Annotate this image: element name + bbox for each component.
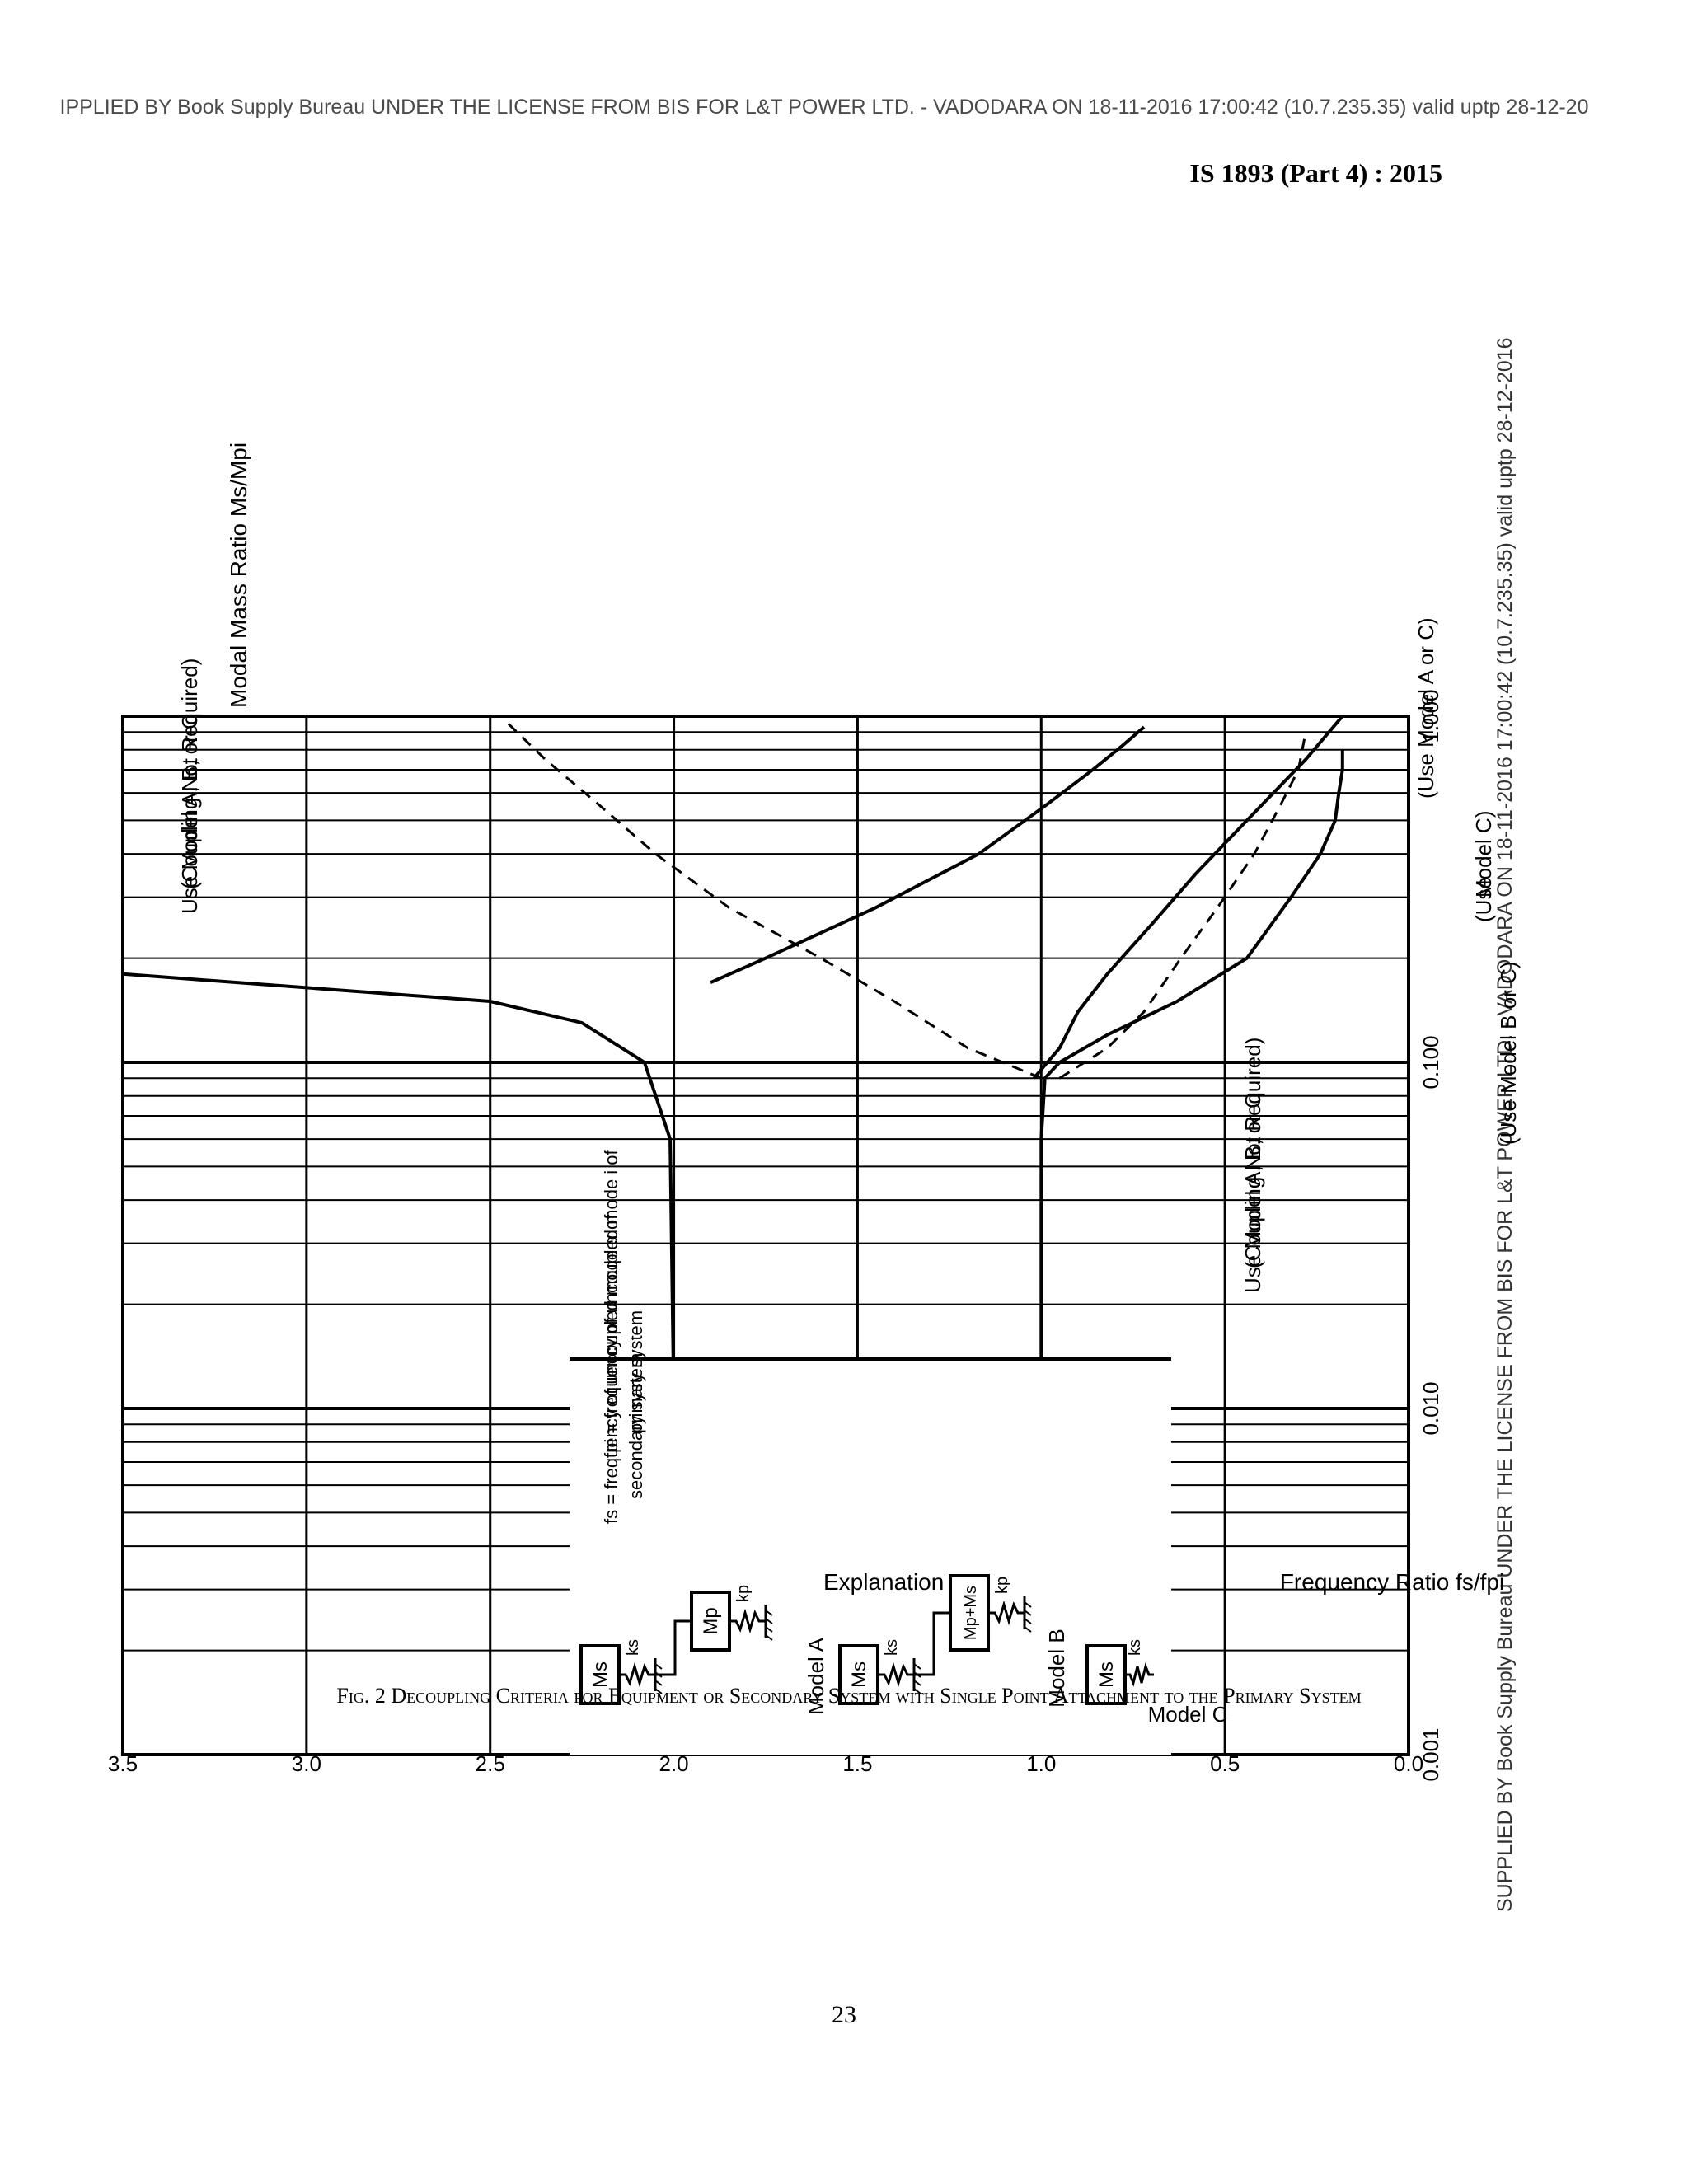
explanation-fs-line2: secondary system — [626, 1353, 646, 1499]
figure-caption: Fig. 2 Decoupling Criteria for Equipment… — [336, 1684, 1362, 1708]
region-ac: (Use Model A or C) — [1414, 617, 1438, 799]
model-b-base-hatch-icon — [1024, 1601, 1032, 1633]
explanation-fp-line1: fpi = frequency of uncoupled mode i of — [601, 1149, 621, 1458]
x-tick-label: 1.000 — [1418, 689, 1443, 743]
y-tick-label: 2.5 — [476, 1751, 505, 1776]
explanation-fs-line1: fs = frequency of uncoupled mode α of — [601, 1214, 621, 1524]
model-c-gap — [1154, 1646, 1165, 1704]
model-a-base-hatch-icon — [765, 1610, 773, 1641]
model-b-ks-label: ks — [883, 1639, 901, 1656]
model-a-ms-label: Ms — [589, 1661, 612, 1688]
model-c-ks-spring-icon — [1125, 1662, 1154, 1687]
model-a-kp-spring-icon — [729, 1608, 766, 1634]
model-b-link — [914, 1611, 950, 1676]
model-a-link — [655, 1619, 692, 1676]
series-line-2 — [1039, 749, 1344, 1408]
y-tick-label: 0.0 — [1394, 1751, 1423, 1776]
region-abc-lower-line2: (Coupling Not Required) — [177, 658, 202, 889]
series-line-1 — [121, 749, 676, 1409]
model-c-ms-label: Ms — [1095, 1661, 1118, 1688]
model-b-ks-spring-icon — [878, 1661, 914, 1688]
model-a-diagram: Ms ks Mp kp Model A — [579, 1585, 828, 1715]
series-line-3 — [710, 725, 1146, 985]
y-tick-label: 1.5 — [842, 1751, 872, 1776]
region-bc: (Use Model B or C) — [1496, 962, 1521, 1146]
region-abc-upper-line2: (Coupling Not Required) — [1240, 1038, 1265, 1268]
y-tick-label: 1.0 — [1026, 1751, 1056, 1776]
model-b-label: Model B — [1044, 1629, 1069, 1707]
page-number: 23 — [832, 2001, 856, 2028]
model-b-kp-spring-icon — [988, 1600, 1025, 1626]
y-axis-label: Frequency Ratio fs/fpi — [1280, 1569, 1504, 1595]
region-c-line2: Model C) — [1471, 811, 1496, 898]
model-c-label: Model C — [1148, 1702, 1228, 1727]
model-c-ks-label: ks — [1126, 1639, 1144, 1656]
chart-ticks: 0.0 0.5 1.0 1.5 2.0 2.5 3.0 3.5 0.001 0.010 0.100 1… — [108, 689, 1443, 1781]
model-a-ks-label: ks — [624, 1639, 642, 1656]
license-header: IPPLIED BY Book Supply Bureau UNDER THE … — [59, 96, 1589, 119]
region-abc-lower-line1: Use Model A, B, or C — [177, 714, 202, 914]
explanation-panel — [570, 1359, 1171, 1755]
model-a-mp-label: Mp — [700, 1607, 722, 1634]
y-tick-label: 3.0 — [292, 1751, 321, 1776]
model-a-ks-spring-icon — [619, 1661, 655, 1688]
y-tick-label: 0.5 — [1210, 1751, 1240, 1776]
explanation-fp-line2: primary system — [626, 1310, 646, 1433]
model-b-kp-label: kp — [993, 1577, 1011, 1594]
explanation-title: Explanation — [823, 1569, 944, 1595]
model-b-ms-label: Ms — [848, 1661, 870, 1688]
region-c-line1: (Use — [1471, 877, 1496, 922]
y-tick-label: 3.5 — [108, 1751, 138, 1776]
model-a-ground-hatch-icon — [654, 1663, 663, 1694]
x-tick-label: 0.010 — [1418, 1381, 1443, 1435]
x-axis-label: Modal Mass Ratio Ms/Mpi — [226, 443, 251, 708]
region-abc-upper-line1: Use Model A, B, or C — [1240, 1093, 1265, 1293]
model-a-label: Model A — [804, 1637, 828, 1715]
model-b-mpms-label: Mp+Ms — [962, 1586, 980, 1640]
model-c-diagram: Ms ks Model C — [1085, 1639, 1228, 1727]
model-b-ground-hatch-icon — [913, 1663, 921, 1694]
x-tick-label: 0.100 — [1418, 1035, 1443, 1089]
chart-series — [121, 715, 1344, 1409]
series-line-6 — [1058, 731, 1307, 1080]
model-a-kp-label: kp — [734, 1585, 753, 1602]
standard-number: IS 1893 (Part 4) : 2015 — [1189, 158, 1442, 188]
x-tick-label: 0.001 — [1418, 1727, 1443, 1781]
y-tick-label: 2.0 — [659, 1751, 688, 1776]
model-b-diagram: Ms ks Mp+Ms kp Model B — [838, 1574, 1069, 1708]
